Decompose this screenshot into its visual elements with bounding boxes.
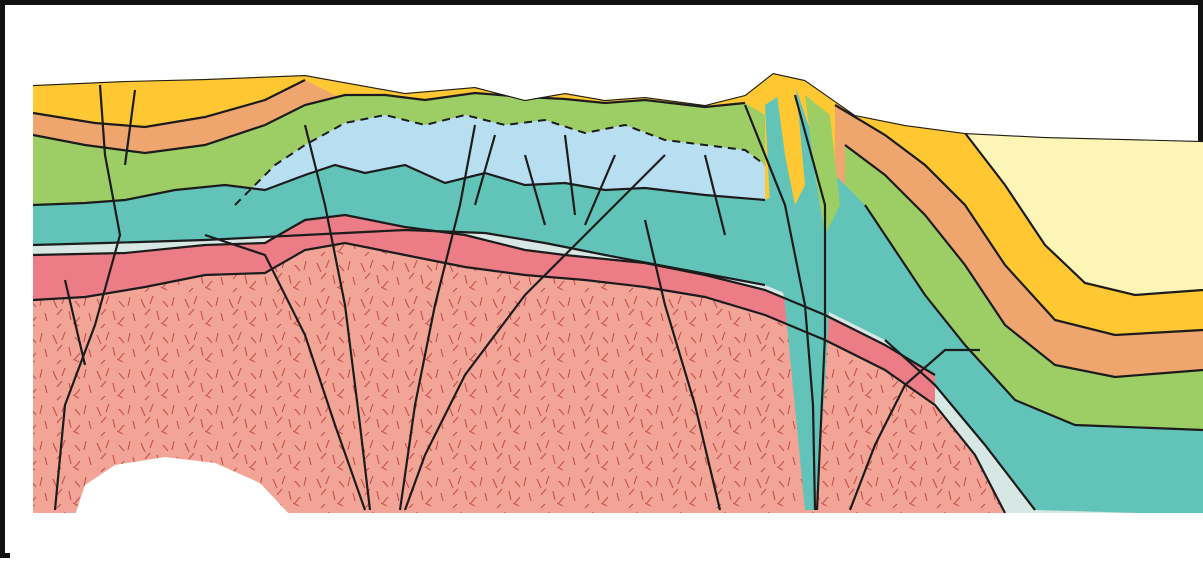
geological-cross-section xyxy=(5,5,1203,563)
bottom-margin xyxy=(10,513,1203,558)
